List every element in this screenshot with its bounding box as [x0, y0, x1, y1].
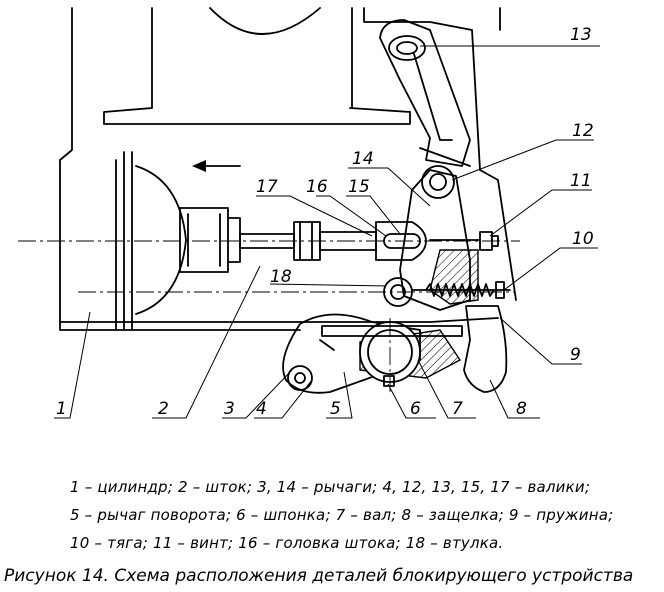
callout-9: 9	[570, 345, 581, 365]
callout-17: 17	[256, 177, 278, 197]
pin-3-inner	[294, 372, 306, 384]
callout-1: 1	[56, 399, 67, 419]
callout-5: 5	[330, 399, 341, 419]
legend-line-2: 5 – рычаг поворота; 6 – шпонка; 7 – вал;…	[70, 506, 614, 524]
pin-12	[421, 165, 455, 199]
callout-18: 18	[270, 267, 292, 287]
callout-11: 11	[570, 171, 592, 191]
callout-7: 7	[452, 399, 463, 419]
pin-13-inner	[396, 41, 418, 55]
turning-lever-5	[282, 313, 421, 394]
callout-6: 6	[410, 399, 421, 419]
callout-3: 3	[224, 399, 235, 419]
callout-16: 16	[306, 177, 328, 197]
pin-3	[287, 365, 313, 391]
callout-12: 12	[572, 121, 594, 141]
pin-13	[388, 35, 426, 61]
housing-frame	[59, 7, 517, 331]
cylinder-1	[115, 151, 241, 331]
latch-8	[463, 305, 508, 393]
callout-14: 14	[352, 149, 374, 169]
bracket-hatched	[429, 249, 479, 305]
leader-lines	[54, 45, 600, 419]
spring-9	[425, 283, 495, 297]
callout-15: 15	[348, 177, 370, 197]
callout-13: 13	[570, 25, 592, 45]
pin-12-inner	[429, 173, 447, 191]
callout-10: 10	[572, 229, 594, 249]
legend-line-3: 10 – тяга; 11 – винт; 16 – головка штока…	[70, 534, 504, 552]
bushing-plate	[321, 325, 463, 337]
callout-4: 4	[256, 399, 267, 419]
legend-line-1: 1 – цилиндр; 2 – шток; 3, 14 – рычаги; 4…	[70, 478, 591, 496]
callout-2: 2	[158, 399, 169, 419]
figure-caption: Рисунок 14. Схема расположения деталей б…	[4, 566, 634, 586]
lever-13	[379, 19, 471, 167]
callout-8: 8	[516, 399, 527, 419]
direction-arrow	[192, 160, 241, 172]
